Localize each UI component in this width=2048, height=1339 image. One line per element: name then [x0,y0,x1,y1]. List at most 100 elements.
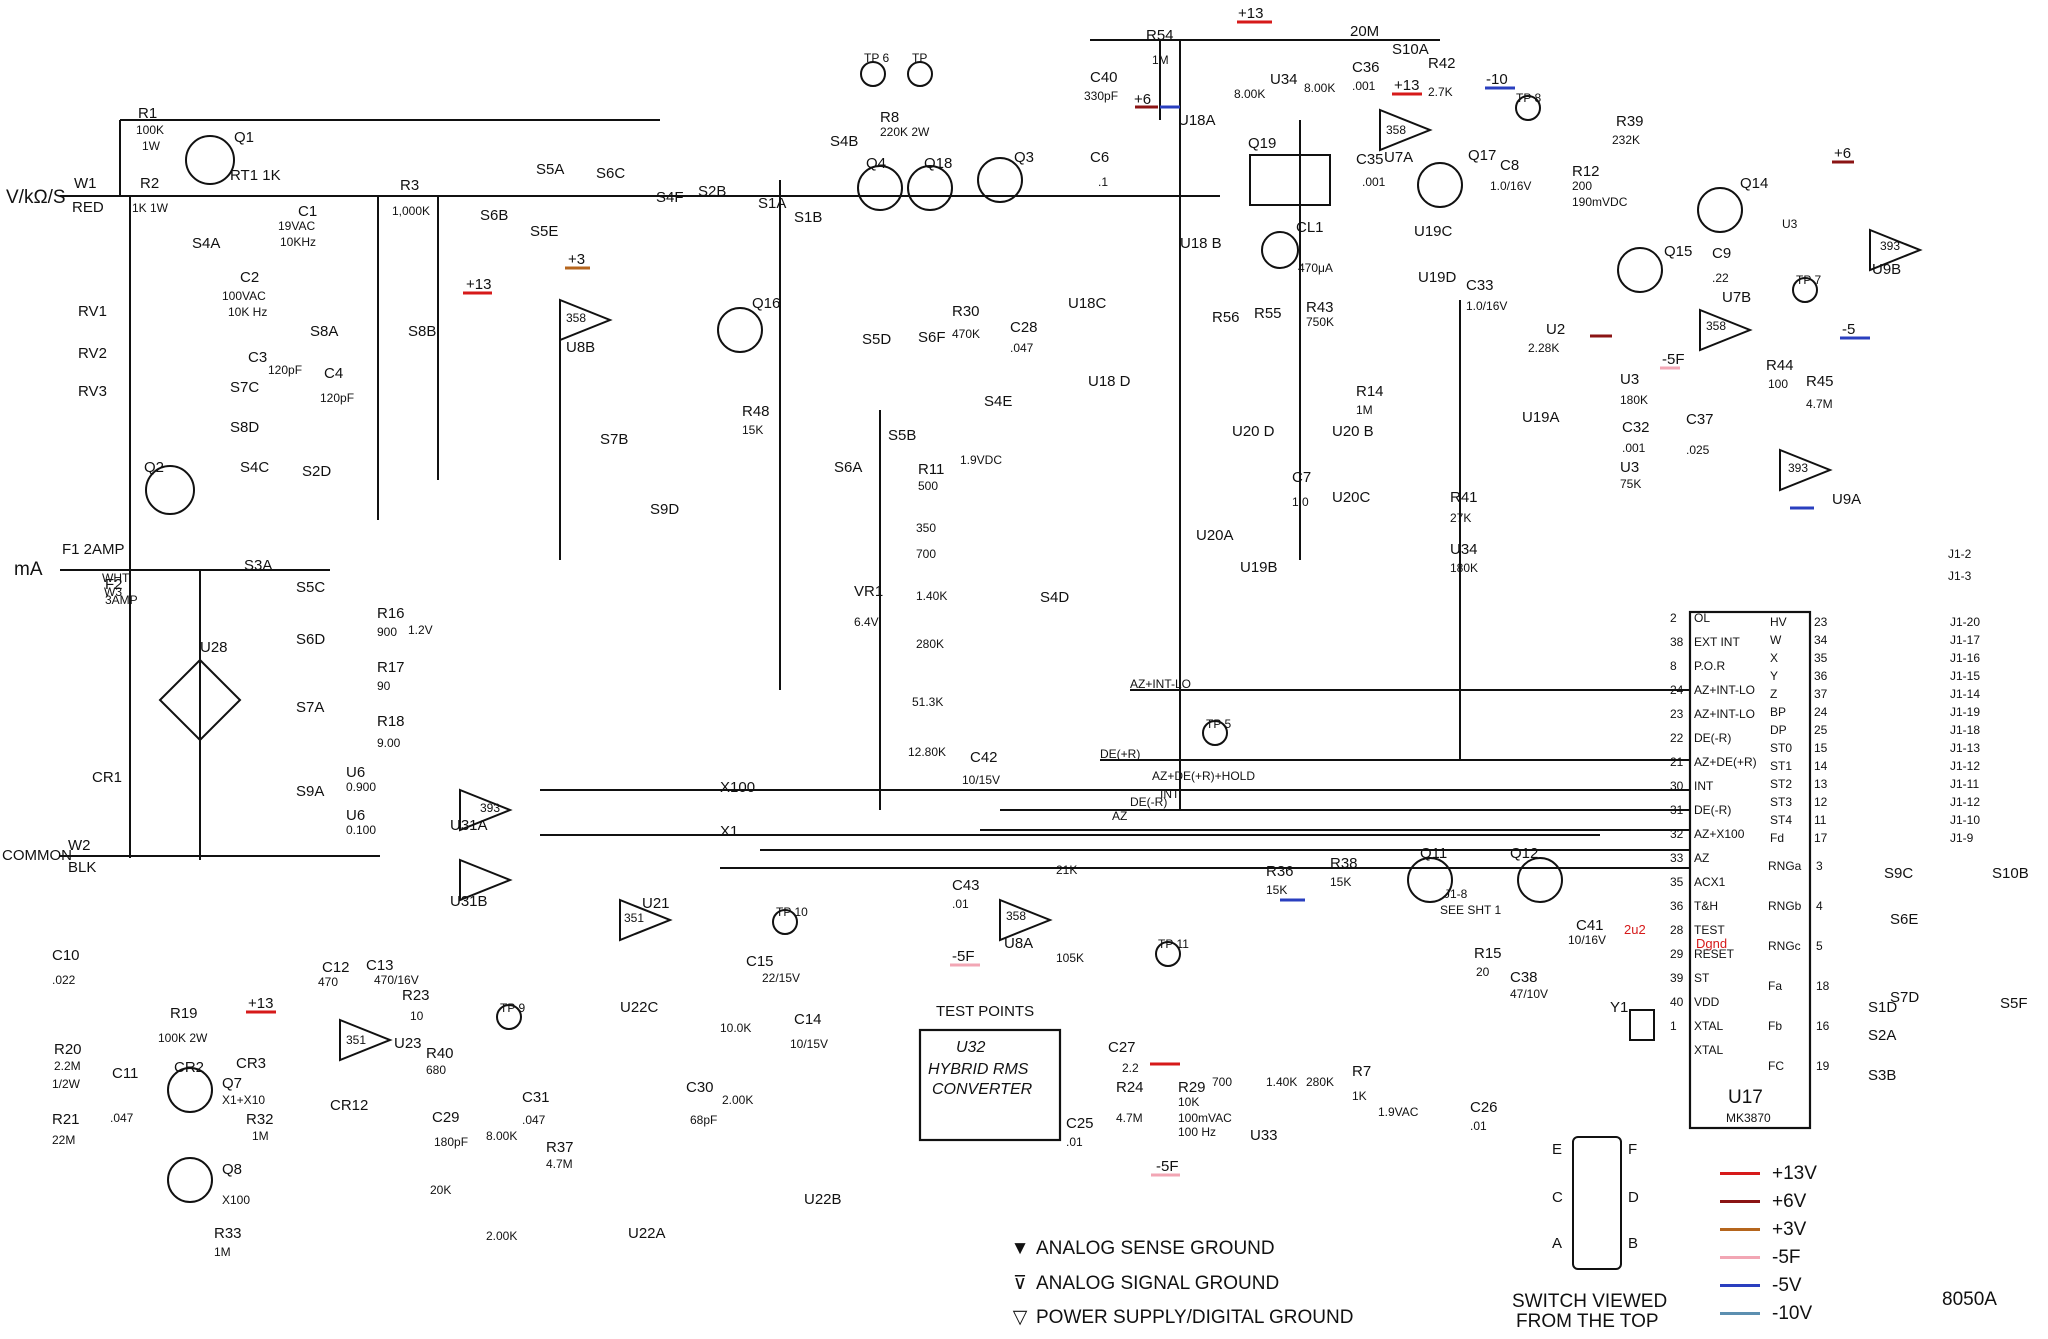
r24-value: 4.7M [1116,1111,1143,1125]
vr1-value: 6.4V [854,615,879,629]
mcu-pin-name: Fd [1770,831,1785,845]
test-point-label: TP 6 [864,51,890,65]
r42-label: R42 [1428,55,1456,72]
u9a-label: U9A [1832,491,1862,508]
r29-label: R29 [1178,1079,1206,1096]
u32-line2: CONVERTER [932,1081,1033,1098]
r41-label: R41 [1450,489,1478,506]
mcu-pin-name: RNGb [1768,899,1802,913]
switch-s4c: S4C [240,459,270,476]
u20c-label: U20C [1332,489,1371,506]
u18b-label: U18 B [1180,235,1222,252]
switch-letter-e: E [1552,1141,1563,1158]
c2-freq: 10K Hz [228,305,268,319]
mcu-pin-number: 34 [1814,633,1828,647]
mcu-pin-number: 12 [1814,795,1828,809]
u17-label: U17 [1728,1087,1763,1108]
mcu-pin-name: AZ+X100 [1694,827,1745,841]
q11-transistor [1407,857,1453,903]
u22c-label: U22C [620,999,659,1016]
test-point-label: TP 11 [1158,937,1189,951]
mcu-pin-name: OL [1694,611,1711,625]
mcu-pin-name: DE(-R) [1694,731,1732,745]
c29-value: 180pF [434,1135,469,1149]
switch-s7d: S7D [1890,989,1920,1006]
r32-label: R32 [246,1111,274,1128]
u31a-chip: 393 [480,801,501,815]
mcu-pin-name: T&H [1694,899,1718,913]
legend-row: +3V [1720,1216,1940,1244]
mcu-pin-name: XTAL [1694,1043,1724,1057]
legend-row: -5F [1720,1244,1940,1272]
ground-legend-label: POWER SUPPLY/DIGITAL GROUND [1036,1307,1354,1328]
c33-value: 1.0/16V [1466,299,1508,313]
switch-s10b: S10B [1992,865,2029,882]
connector-j1-label: J1-19 [1950,705,1981,719]
u33-val-c: 280K [1306,1075,1335,1089]
u23-label: U23 [394,1035,422,1052]
u8a-label: U8A [1004,935,1034,952]
supply-m5-u7b: -5 [1842,321,1856,338]
bus-de-minus-r: DE(-R) [1130,795,1168,809]
q15-label: Q15 [1664,243,1693,260]
switch-s6b: S6B [480,207,509,224]
q4-label: Q4 [866,155,887,172]
supply-1-2v: 1.2V [408,623,433,637]
supply-m5f-u21: -5F [952,948,975,965]
r3-label: R3 [400,177,420,194]
r20-value: 2.2M [54,1059,81,1073]
u20a-label: U20A [1196,527,1234,544]
u2-value: 2.28K [1528,341,1560,355]
u34-a-value: 8.00K [1234,87,1266,101]
u7b-chip: 358 [1706,319,1727,333]
r1-label: R1 [138,105,158,122]
c26-label: C26 [1470,1099,1498,1116]
q15-transistor [1617,247,1663,293]
switch-letter-d: D [1628,1189,1639,1206]
switch-s5b: S5B [888,427,917,444]
mcu-pin-number: 15 [1814,741,1828,755]
switch-s7c: S7C [230,379,260,396]
c37-label: C37 [1686,411,1714,428]
tp11-marker [1155,941,1181,967]
r16-label: R16 [377,605,405,622]
r32-value: 1M [252,1129,269,1143]
q1-transistor [185,135,235,185]
supply-p6-u9b: +6 [1834,145,1852,162]
r45-value: 4.7M [1806,397,1833,411]
switch-s9c: S9C [1884,865,1914,882]
mcu-pin-number: 33 [1670,851,1684,865]
r54-label: R54 [1146,27,1174,44]
q17-transistor [1417,162,1463,208]
q19-box [1249,154,1331,206]
q1-label: Q1 [234,129,255,146]
c6-label: C6 [1090,149,1110,166]
supply-p3-u8b: +3 [568,251,586,268]
r12-note: 190mVDC [1572,195,1628,209]
u2-label: U2 [1546,321,1566,338]
u32-ref: U32 [956,1039,986,1056]
mcu-pin-number: 2 [1670,611,1677,625]
r44-label: R44 [1766,357,1794,374]
q7-fet [167,1067,213,1113]
c32-value: .001 [1622,441,1646,455]
switch-s5c: S5C [296,579,326,596]
u8a-opamp [999,898,1053,942]
mcu-pin-name: AZ+DE(+R) [1694,755,1757,769]
switch-s4e: S4E [984,393,1013,410]
u9a-chip: 393 [1788,461,1809,475]
u21-chip: 351 [624,911,645,925]
u7a-chip: 358 [1386,123,1407,137]
u18d-label: U18 D [1088,373,1131,390]
connector-j1-label: J1-13 [1950,741,1981,755]
q12-label: Q12 [1510,845,1539,862]
c1-label: C1 [298,203,318,220]
mcu-pin-name: ST4 [1770,813,1793,827]
switch-s2d: S2D [302,463,332,480]
r33-value: 1M [214,1245,231,1259]
cl1-current-limiter [1261,231,1299,269]
r44-value: 100 [1768,377,1789,391]
q8-fet [167,1157,213,1203]
switch-s8b: S8B [408,323,437,340]
y1-label: Y1 [1610,999,1629,1016]
